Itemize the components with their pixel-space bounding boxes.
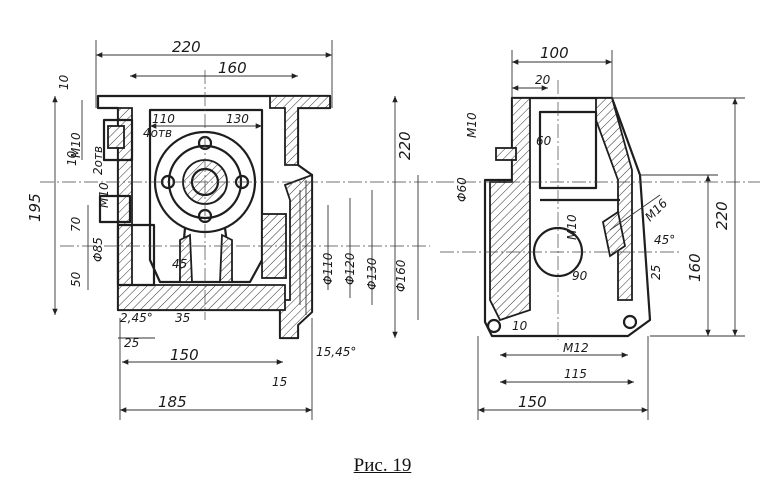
dim-15: 15 xyxy=(272,375,287,389)
dim-25: 25 xyxy=(649,265,663,280)
dim-70: 70 xyxy=(69,216,83,232)
dim-m16: М16 xyxy=(642,196,670,224)
front-view-dimension-labels: 220 160 110 4отв 130 10 195 10 М10 2отв … xyxy=(26,38,414,411)
dim-45deg: 45° xyxy=(654,233,675,247)
dim-25: 25 xyxy=(124,336,139,350)
dim-phi160: Φ160 xyxy=(394,259,408,292)
dim-phi120: Φ120 xyxy=(343,252,357,285)
side-view xyxy=(440,50,760,420)
dim-110: 110 xyxy=(152,112,175,126)
dim-phi130: Φ130 xyxy=(365,257,379,290)
dim-10-left: 10 xyxy=(57,74,71,90)
dim-60: 60 xyxy=(536,134,552,148)
dim-m10b: М10 xyxy=(565,214,579,240)
dim-90: 90 xyxy=(572,269,588,283)
dim-160-top: 160 xyxy=(218,59,247,77)
dim-160: 160 xyxy=(686,253,704,282)
dim-45: 45 xyxy=(172,257,187,271)
dim-4otv: 4отв xyxy=(143,126,172,140)
dim-phi85: Φ85 xyxy=(91,237,105,262)
dim-m12: М12 xyxy=(563,341,589,355)
dim-185: 185 xyxy=(158,393,187,411)
caption-text: Рис. 19 xyxy=(353,455,412,476)
front-view xyxy=(40,40,440,420)
dim-10: 10 xyxy=(512,319,528,333)
dim-100: 100 xyxy=(540,44,569,62)
dim-220-right: 220 xyxy=(396,131,414,160)
dim-50: 50 xyxy=(69,271,83,287)
figure-caption: Рис. 19 xyxy=(0,455,765,477)
dim-150-side: 150 xyxy=(518,393,547,411)
dim-phi60: Φ60 xyxy=(455,177,469,202)
dim-10-mid: 10 xyxy=(65,150,79,166)
dim-15x45: 15,45° xyxy=(316,345,356,359)
dim-195: 195 xyxy=(26,193,44,222)
dim-115: 115 xyxy=(564,367,587,381)
dim-m10-1: М10 xyxy=(69,132,83,158)
dim-phi110: Φ110 xyxy=(321,252,335,285)
dim-150: 150 xyxy=(170,346,199,364)
dim-220-top: 220 xyxy=(172,38,201,56)
dim-2x45: 2,45° xyxy=(120,311,153,325)
dim-220: 220 xyxy=(713,201,731,230)
dim-m10-2: М10 xyxy=(97,182,111,208)
dim-2otv: 2отв xyxy=(91,146,105,175)
dim-130: 130 xyxy=(226,112,249,126)
dim-20: 20 xyxy=(535,73,551,87)
dim-35: 35 xyxy=(175,311,190,325)
dim-m10: М10 xyxy=(465,112,479,138)
